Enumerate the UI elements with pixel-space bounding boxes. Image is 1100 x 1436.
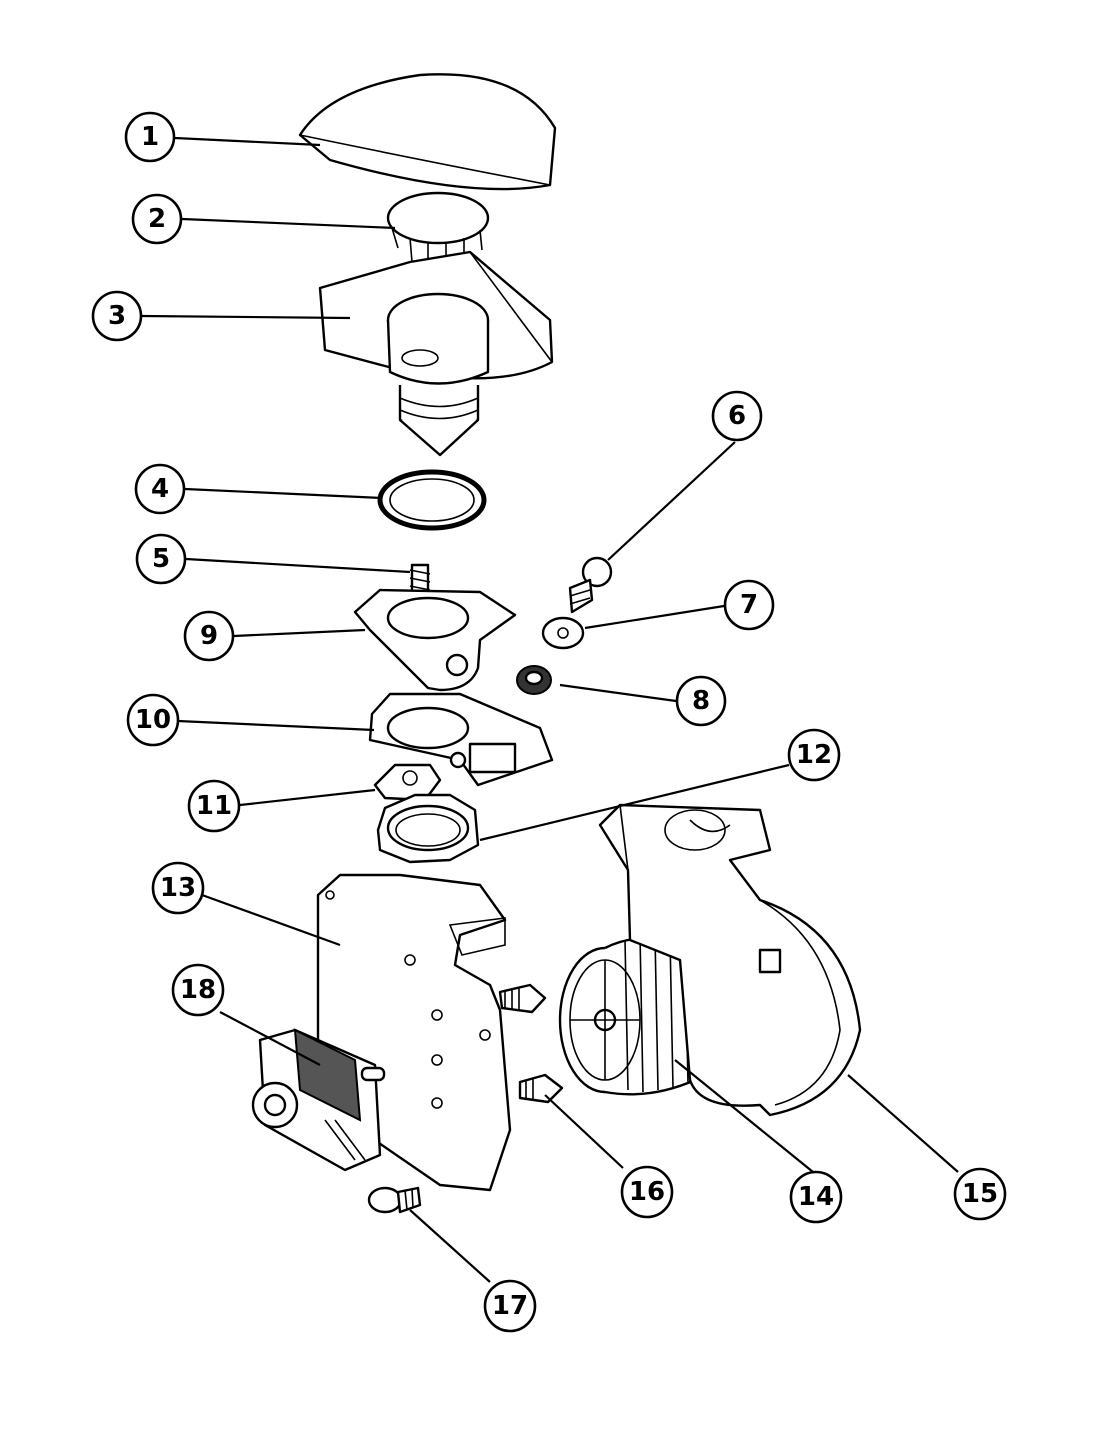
part-15-blower-housing	[598, 803, 862, 1117]
callout-label: 8	[692, 686, 710, 716]
callout-7[interactable]: 7	[723, 579, 775, 631]
callout-11[interactable]: 11	[187, 779, 241, 833]
part-2-cap-insert	[386, 191, 490, 266]
leader-3	[141, 314, 351, 320]
leader-6	[607, 441, 736, 561]
part-10-gasket	[368, 692, 554, 787]
leader-11	[239, 788, 376, 807]
callout-10[interactable]: 10	[126, 693, 180, 747]
part-16-screws	[498, 983, 564, 1104]
callout-label: 3	[108, 301, 126, 331]
leader-13	[201, 893, 341, 947]
callout-4[interactable]: 4	[134, 463, 186, 515]
part-4-o-ring	[377, 469, 487, 531]
leader-7	[584, 604, 725, 630]
callout-2[interactable]: 2	[131, 193, 183, 245]
part-18-motor	[251, 1028, 386, 1172]
part-11-clip	[373, 763, 442, 802]
callout-label: 4	[151, 474, 169, 504]
leader-2	[181, 217, 396, 230]
leader-4	[184, 487, 383, 500]
callout-label: 7	[740, 590, 758, 620]
leader-5	[185, 557, 411, 574]
part-3-funnel	[318, 250, 554, 457]
callout-label: 12	[796, 740, 832, 770]
callout-9[interactable]: 9	[183, 610, 235, 662]
callout-label: 5	[152, 544, 170, 574]
part-17-screw	[367, 1186, 422, 1214]
leader-lines	[141, 136, 959, 1283]
callout-label: 13	[160, 873, 196, 903]
part-12-nut	[376, 793, 480, 864]
leader-10	[177, 719, 375, 732]
callout-6[interactable]: 6	[711, 390, 763, 442]
callout-label: 1	[141, 122, 159, 152]
callout-13[interactable]: 13	[151, 861, 205, 915]
callout-5[interactable]: 5	[135, 533, 187, 585]
callout-16[interactable]: 16	[620, 1165, 674, 1219]
leader-18	[219, 1011, 321, 1066]
callouts: 1 2 3 4 5 6 7 8	[91, 111, 1007, 1333]
part-1-cover	[298, 73, 557, 191]
callout-1[interactable]: 1	[124, 111, 176, 163]
leader-16	[544, 1094, 624, 1169]
leader-15	[847, 1074, 959, 1173]
part-8-grommet	[516, 665, 552, 695]
callout-8[interactable]: 8	[675, 675, 727, 727]
leader-8	[559, 683, 677, 703]
part-6-screw	[568, 556, 613, 614]
callout-label: 16	[629, 1177, 665, 1207]
callout-label: 18	[180, 975, 216, 1005]
leader-17	[409, 1209, 491, 1283]
callout-3[interactable]: 3	[91, 290, 143, 342]
callout-label: 14	[798, 1182, 834, 1212]
part-7-washer	[541, 616, 585, 650]
callout-label: 2	[148, 204, 166, 234]
callout-label: 17	[492, 1291, 528, 1321]
callout-17[interactable]: 17	[483, 1279, 537, 1333]
callout-15[interactable]: 15	[953, 1167, 1007, 1221]
callout-label: 15	[962, 1179, 998, 1209]
callout-label: 11	[196, 791, 232, 821]
callout-14[interactable]: 14	[789, 1170, 843, 1224]
callout-label: 6	[728, 401, 746, 431]
leader-1	[174, 136, 321, 147]
part-9-plate	[353, 588, 517, 692]
leader-12	[479, 763, 790, 842]
callout-label: 9	[200, 621, 218, 651]
callout-12[interactable]: 12	[787, 728, 841, 782]
callout-18[interactable]: 18	[171, 963, 225, 1017]
leader-14	[674, 1059, 814, 1173]
leader-9	[233, 628, 366, 638]
callout-label: 10	[135, 705, 171, 735]
